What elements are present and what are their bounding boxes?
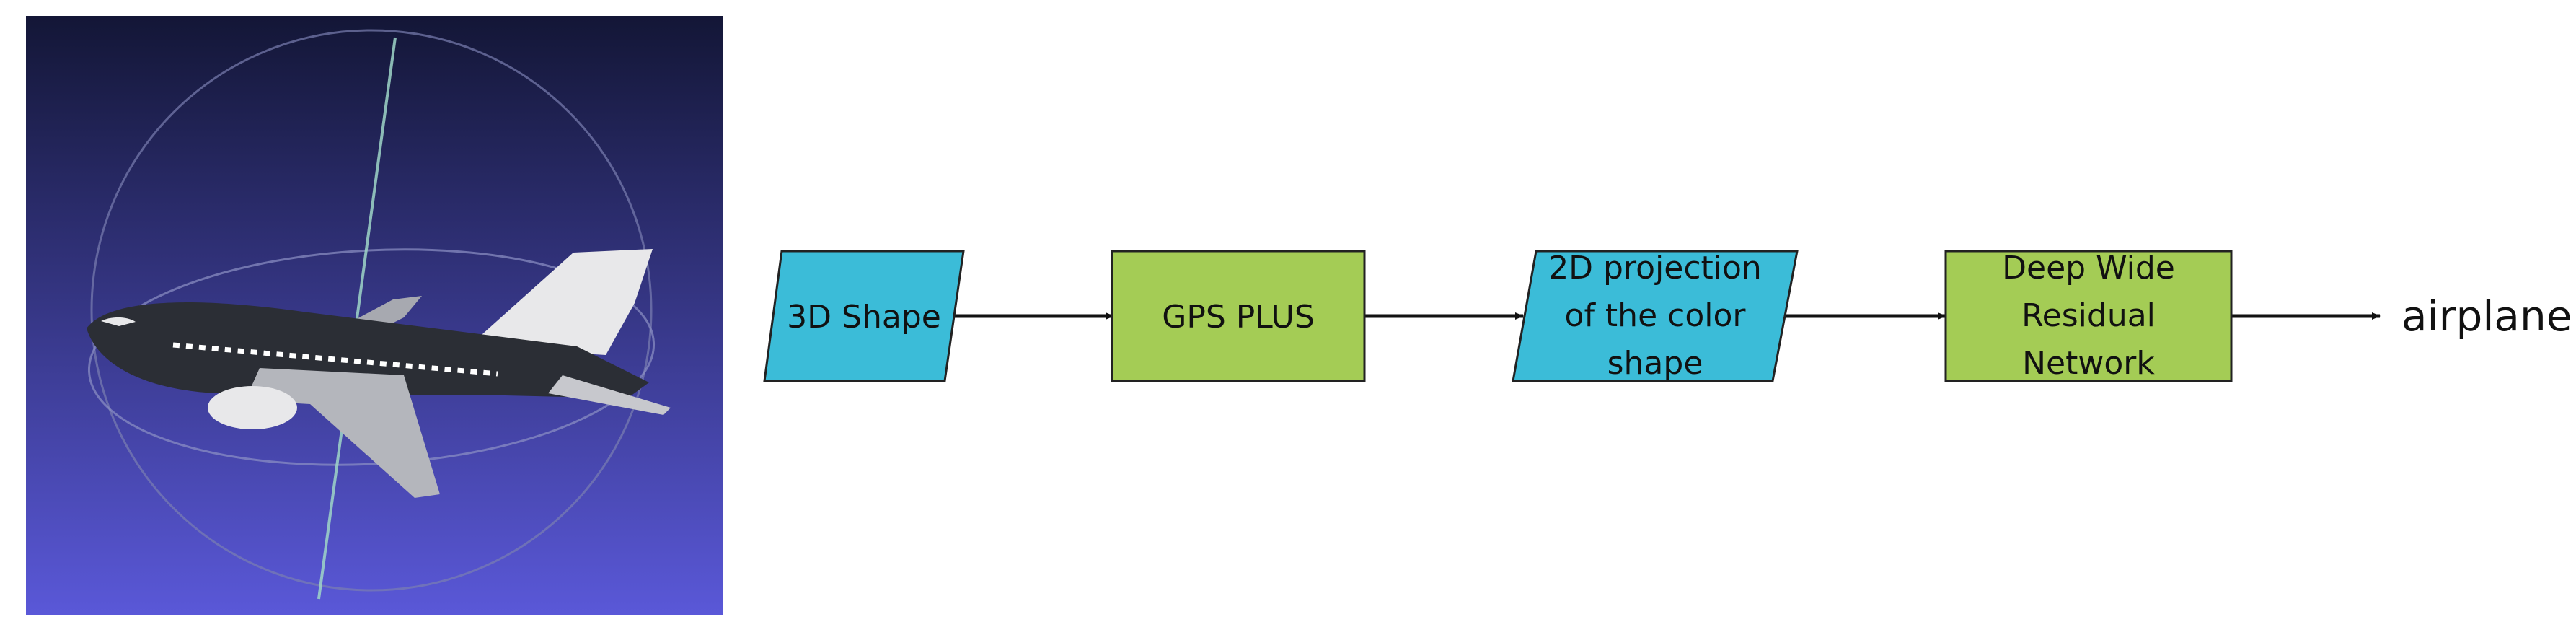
- node-2d-projection-line-1: 2D projection: [1548, 250, 1762, 286]
- node-dwrn-line-1: Deep Wide: [2002, 250, 2175, 286]
- node-2d-projection: 2D projection of the color shape: [1512, 250, 1799, 382]
- vertical-axis-line: [317, 37, 397, 600]
- node-gps-plus-box: [1111, 250, 1366, 382]
- bounding-sphere-outline: [90, 29, 653, 592]
- node-dwrn-line-2: Residual: [2021, 297, 2156, 334]
- node-2d-projection-box: [1512, 250, 1799, 382]
- airplane-cockpit: [101, 317, 136, 326]
- node-dwrn-line-3: Network: [2022, 345, 2155, 382]
- node-3d-shape: 3D Shape: [763, 250, 965, 382]
- node-gps-plus: GPS PLUS: [1111, 250, 1366, 382]
- node-gps-plus-line-1: GPS PLUS: [1162, 299, 1315, 336]
- output-label: airplane: [2401, 292, 2572, 341]
- node-dwrn-box: [1944, 250, 2233, 382]
- node-2d-projection-line-2: of the color: [1565, 297, 1747, 334]
- node-3d-shape-box: [763, 250, 965, 382]
- node-3d-shape-line-1: 3D Shape: [787, 299, 941, 336]
- node-2d-projection-line-3: shape: [1607, 345, 1703, 382]
- airplane-window-row: [172, 342, 498, 377]
- airplane-3d-render-icon: [87, 29, 671, 600]
- input-airplane-image: [26, 16, 723, 615]
- airplane-engine: [208, 386, 297, 429]
- node-deep-wide-residual-network: Deep Wide Residual Network: [1944, 250, 2233, 382]
- airplane-tail-fin: [469, 249, 653, 355]
- airplane-stabilizer: [548, 375, 671, 415]
- airplane-fuselage: [87, 302, 649, 398]
